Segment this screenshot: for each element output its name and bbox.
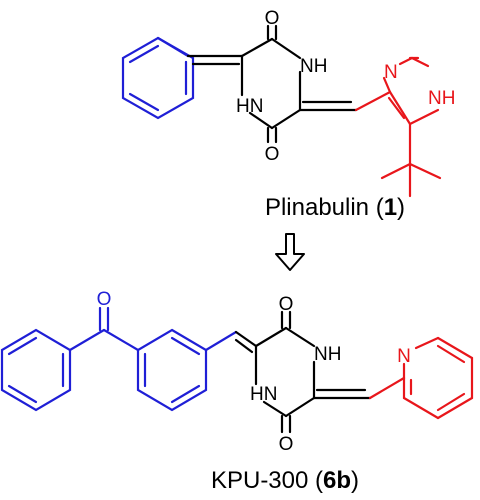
pyridine-ring (368, 336, 474, 420)
imidazole-ring (354, 56, 442, 198)
carbonyl-oxygen-bottom-2: O (279, 434, 294, 455)
central-phenyl-ring (136, 328, 238, 412)
plinabulin-caption: Plinabulin (1) (265, 194, 405, 221)
amide-hn-left: HN (236, 96, 263, 117)
carbonyl-oxygen-top: O (265, 8, 280, 29)
diketopiperazine-core-2 (234, 310, 372, 434)
ketone-oxygen: O (97, 289, 112, 310)
hollow-down-arrow-icon (275, 233, 305, 271)
phenyl-ring (121, 36, 195, 120)
kpu-300-caption: KPU-300 (6b) (211, 467, 359, 494)
diketopiperazine-core (186, 24, 358, 144)
carbonyl-oxygen-bottom: O (265, 144, 280, 165)
benzoyl-phenyl-ring (0, 328, 72, 412)
pyridine-nitrogen: N (397, 346, 411, 367)
plinabulin-structure: O NH HN O N NH Plinabulin (1) (121, 8, 455, 221)
carbonyl-oxygen-top-2: O (279, 294, 294, 315)
amide-nh-right-2: NH (314, 344, 341, 365)
amide-hn-left-2: HN (250, 384, 277, 405)
imidazole-nh: NH (428, 88, 455, 109)
ketone-group (68, 306, 140, 352)
imidazole-nitrogen: N (384, 62, 398, 83)
amide-nh-right: NH (300, 56, 327, 77)
kpu-300-structure: O O NH HN O N KPU-300 (6b) (0, 289, 474, 494)
benzylidene-bond (156, 36, 190, 58)
